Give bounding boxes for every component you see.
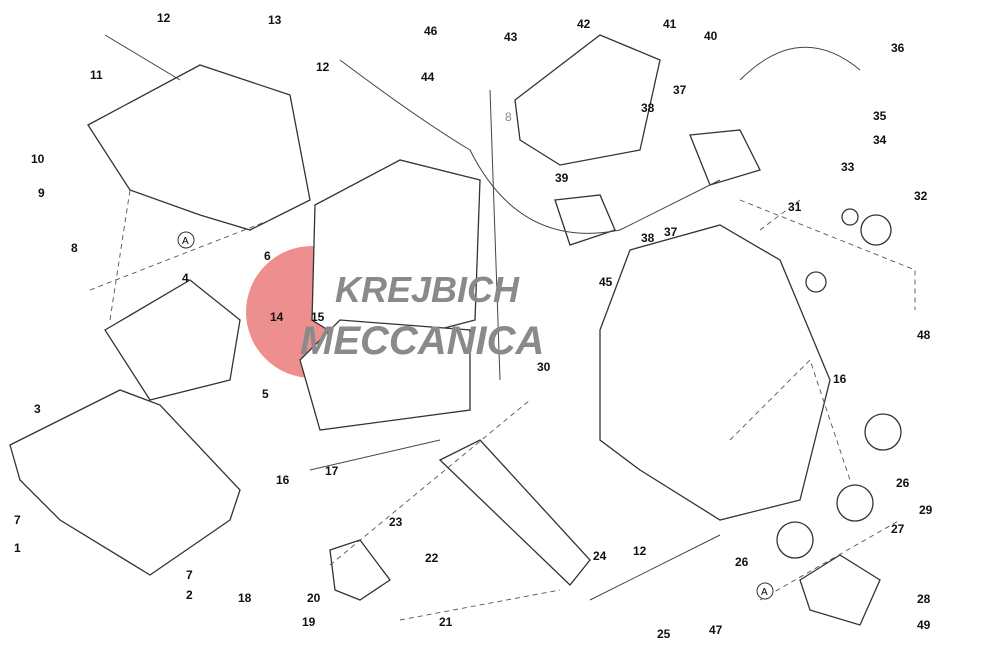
callout-11: 11 bbox=[90, 68, 103, 82]
callout-6: 6 bbox=[264, 249, 271, 263]
callout-25: 25 bbox=[657, 627, 671, 641]
callout-43: 43 bbox=[504, 30, 518, 44]
callout-46: 46 bbox=[424, 24, 438, 38]
tray-11 bbox=[87, 64, 311, 231]
callout-8: 8 bbox=[505, 110, 512, 124]
callout-7: 7 bbox=[186, 568, 193, 582]
callout-18: 18 bbox=[238, 591, 252, 605]
callout-12: 12 bbox=[633, 544, 647, 558]
callout-13: 13 bbox=[268, 13, 282, 27]
bracket-20 bbox=[329, 539, 391, 601]
callout-35: 35 bbox=[873, 109, 887, 123]
callout-17: 17 bbox=[325, 464, 339, 478]
callout-37: 37 bbox=[673, 83, 687, 97]
callout-19: 19 bbox=[302, 615, 316, 629]
callout-21: 21 bbox=[439, 615, 453, 629]
parts bbox=[9, 34, 916, 626]
callout-26: 26 bbox=[735, 555, 749, 569]
callout-49: 49 bbox=[917, 618, 931, 632]
callout-4: 4 bbox=[182, 271, 189, 285]
panel-23 bbox=[438, 439, 591, 586]
callout-26: 26 bbox=[896, 476, 910, 490]
watermark-line1: KREJBICH bbox=[335, 269, 520, 310]
callout-34: 34 bbox=[873, 133, 887, 147]
callout-42: 42 bbox=[577, 17, 591, 31]
callout-32: 32 bbox=[914, 189, 928, 203]
callout-9: 9 bbox=[38, 186, 45, 200]
battery-44 bbox=[311, 159, 481, 351]
callout-36: 36 bbox=[891, 41, 905, 55]
callout-33: 33 bbox=[841, 160, 855, 174]
callout-31: 31 bbox=[788, 200, 802, 214]
plate-3 bbox=[9, 389, 241, 576]
callout-23: 23 bbox=[389, 515, 403, 529]
callout-7: 7 bbox=[14, 513, 21, 527]
callout-27: 27 bbox=[891, 522, 905, 536]
relay-39 bbox=[554, 194, 616, 246]
callout-20: 20 bbox=[307, 591, 321, 605]
watermark-logo: KREJBICH MECCANICA bbox=[300, 269, 544, 363]
callout-24: 24 bbox=[593, 549, 607, 563]
callout-28: 28 bbox=[917, 592, 931, 606]
callout-22: 22 bbox=[425, 551, 439, 565]
ref-mark-a-2-label: A bbox=[761, 587, 768, 598]
callout-3: 3 bbox=[34, 402, 41, 416]
callout-45: 45 bbox=[599, 275, 613, 289]
callout-30: 30 bbox=[537, 360, 551, 374]
callout-16: 16 bbox=[833, 372, 847, 386]
callout-16: 16 bbox=[276, 473, 290, 487]
callout-10: 10 bbox=[31, 152, 45, 166]
callout-38: 38 bbox=[641, 231, 655, 245]
callout-2: 2 bbox=[186, 588, 193, 602]
ref-mark-a-1: A bbox=[177, 231, 195, 249]
callout-40: 40 bbox=[704, 29, 718, 43]
callout-29: 29 bbox=[919, 503, 933, 517]
ref-mark-a-1-label: A bbox=[182, 236, 189, 247]
callout-44: 44 bbox=[421, 70, 435, 84]
battery-box-15 bbox=[299, 319, 471, 431]
bracket-28 bbox=[799, 554, 881, 626]
callout-37: 37 bbox=[664, 225, 678, 239]
callout-15: 15 bbox=[311, 310, 325, 324]
callout-39: 39 bbox=[555, 171, 569, 185]
callout-5: 5 bbox=[262, 387, 269, 401]
frame-30 bbox=[599, 224, 831, 521]
callout-38: 38 bbox=[641, 101, 655, 115]
cover-41 bbox=[514, 34, 661, 166]
callout-8: 8 bbox=[71, 241, 78, 255]
solenoid-40 bbox=[689, 129, 761, 186]
callout-47: 47 bbox=[709, 623, 723, 637]
ref-mark-a-2: A bbox=[756, 582, 774, 600]
watermark-line2: MECCANICA bbox=[300, 319, 544, 363]
callout-48: 48 bbox=[917, 328, 931, 342]
callout-14: 14 bbox=[270, 310, 284, 324]
callout-41: 41 bbox=[663, 17, 677, 31]
callout-12: 12 bbox=[316, 60, 330, 74]
callout-12: 12 bbox=[157, 11, 171, 25]
regulator-5 bbox=[104, 279, 241, 401]
callout-1: 1 bbox=[14, 541, 21, 555]
